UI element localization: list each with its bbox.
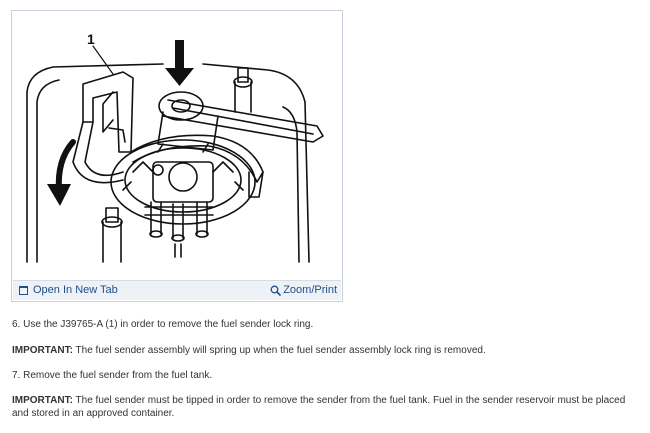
- step-6: 6. Use the J39765-A (1) in order to remo…: [12, 318, 642, 331]
- magnifier-icon: [270, 285, 282, 296]
- note-text: The fuel sender assembly will spring up …: [75, 345, 486, 356]
- figure-toolbar: Open In New Tab Zoom/Print: [13, 280, 341, 300]
- fuel-sender-diagram: 1: [13, 12, 341, 282]
- zoom-print-label: Zoom/Print: [283, 284, 337, 296]
- step-number: 7.: [12, 370, 21, 381]
- step-number: 6.: [12, 319, 21, 330]
- important-label: IMPORTANT:: [12, 345, 73, 356]
- figure-frame: 1 Open In New Tab Zoom/Print: [11, 10, 343, 302]
- zoom-print-link[interactable]: Zoom/Print: [270, 284, 337, 296]
- open-in-new-tab-label: Open In New Tab: [33, 284, 118, 296]
- step-text: Use the J39765-A (1) in order to remove …: [23, 319, 314, 330]
- new-tab-icon: [19, 285, 28, 295]
- important-note-1: IMPORTANT: The fuel sender assembly will…: [12, 344, 642, 357]
- step-text: Remove the fuel sender from the fuel tan…: [23, 370, 213, 381]
- callout-number: 1: [87, 31, 95, 47]
- open-in-new-tab-link[interactable]: Open In New Tab: [19, 284, 118, 296]
- step-7: 7. Remove the fuel sender from the fuel …: [12, 369, 642, 382]
- important-note-2: IMPORTANT: The fuel sender must be tippe…: [12, 394, 642, 420]
- important-label: IMPORTANT:: [12, 395, 73, 406]
- note-text: The fuel sender must be tipped in order …: [12, 395, 626, 419]
